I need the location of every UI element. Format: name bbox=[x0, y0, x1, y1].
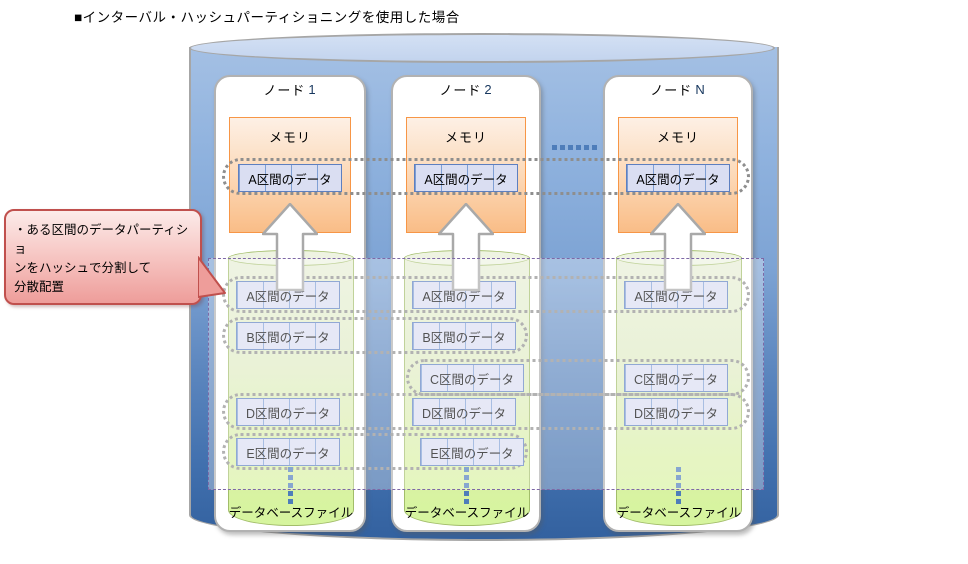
node2-db-block-e: E区間のデータ bbox=[420, 438, 524, 466]
node2-label-prefix: ノード bbox=[439, 82, 482, 98]
annotation-line2: ンをハッシュで分割して bbox=[14, 261, 152, 275]
nodeN-label-suffix: N bbox=[695, 81, 706, 97]
node2-db-block-c-text: C区間のデータ bbox=[429, 372, 515, 387]
nodeN-db-block-c: C区間のデータ bbox=[624, 364, 728, 392]
annotation-callout-tail bbox=[198, 256, 226, 298]
nodeN-db-block-d: D区間のデータ bbox=[624, 398, 728, 426]
annotation-line3: 分散配置 bbox=[14, 280, 65, 294]
node2-db-block-c: C区間のデータ bbox=[420, 364, 524, 392]
node1-memory-block-a: A区間のデータ bbox=[238, 164, 342, 192]
node1-db-block-a-text: A区間のデータ bbox=[246, 289, 330, 304]
node2-upload-arrow-icon bbox=[438, 203, 494, 291]
node1-db-block-b-text: B区間のデータ bbox=[246, 330, 330, 345]
diagram-title: ■インターバル・ハッシュパーティショニングを使用した場合 bbox=[74, 10, 460, 25]
nodeN-more-data-ellipsis-icon bbox=[676, 467, 681, 507]
node1-db-block-e-text: E区間のデータ bbox=[246, 446, 330, 461]
nodeN-upload-arrow-icon bbox=[650, 203, 706, 291]
node2-db-block-b-text: B区間のデータ bbox=[422, 330, 506, 345]
annotation-callout: ・ある区間のデータパーティショ ンをハッシュで分割して 分散配置 bbox=[4, 209, 202, 305]
node2-memory-label: メモリ bbox=[444, 129, 487, 145]
partition-group-overlay bbox=[208, 258, 764, 490]
node1-db-block-d: D区間のデータ bbox=[236, 398, 340, 426]
band-db-b bbox=[222, 317, 528, 354]
nodeN-db-block-a-text: A区間のデータ bbox=[634, 289, 718, 304]
node2-more-data-ellipsis-icon bbox=[464, 467, 469, 507]
nodeN-db-block-c-text: C区間のデータ bbox=[633, 372, 719, 387]
nodeN-dbfile-label: データベースファイル bbox=[616, 505, 742, 520]
band-db-a bbox=[222, 276, 750, 313]
band-db-e bbox=[222, 433, 528, 470]
node1-memory-block-a-text: A区間のデータ bbox=[248, 172, 332, 187]
node1-db-block-d-text: D区間のデータ bbox=[245, 406, 331, 421]
node1-db-block-e: E区間のデータ bbox=[236, 438, 340, 466]
nodeN-memory-block-a: A区間のデータ bbox=[626, 164, 730, 192]
node2-memory-block-a-text: A区間のデータ bbox=[424, 172, 508, 187]
band-memory-a bbox=[222, 158, 750, 195]
node2-db-block-a-text: A区間のデータ bbox=[422, 289, 506, 304]
node2-db-block-b: B区間のデータ bbox=[412, 322, 516, 350]
node2-db-block-d: D区間のデータ bbox=[412, 398, 516, 426]
node1-db-block-b: B区間のデータ bbox=[236, 322, 340, 350]
node2-db-block-e-text: E区間のデータ bbox=[430, 446, 514, 461]
node2-memory-block-a: A区間のデータ bbox=[414, 164, 518, 192]
node1-label-prefix: ノード bbox=[263, 82, 306, 98]
node2-label-suffix: 2 bbox=[484, 81, 493, 97]
node2-dbfile-label: データベースファイル bbox=[404, 505, 530, 520]
node1-memory-label: メモリ bbox=[268, 129, 311, 145]
node1-dbfile-label: データベースファイル bbox=[228, 505, 354, 520]
node1-upload-arrow-icon bbox=[262, 203, 318, 291]
node2-db-block-d-text: D区間のデータ bbox=[421, 406, 507, 421]
nodeN-db-block-d-text: D区間のデータ bbox=[633, 406, 719, 421]
annotation-line1: ・ある区間のデータパーティショ bbox=[14, 223, 189, 256]
node-ellipsis-dots-icon bbox=[552, 145, 598, 150]
nodeN-memory-label: メモリ bbox=[656, 129, 699, 145]
band-db-d bbox=[222, 393, 750, 430]
nodeN-label-prefix: ノード bbox=[650, 82, 693, 98]
node1-label-suffix: 1 bbox=[308, 81, 317, 97]
cluster-cylinder-top-ellipse bbox=[189, 33, 775, 63]
nodeN-memory-block-a-text: A区間のデータ bbox=[636, 172, 720, 187]
node1-more-data-ellipsis-icon bbox=[288, 467, 293, 507]
